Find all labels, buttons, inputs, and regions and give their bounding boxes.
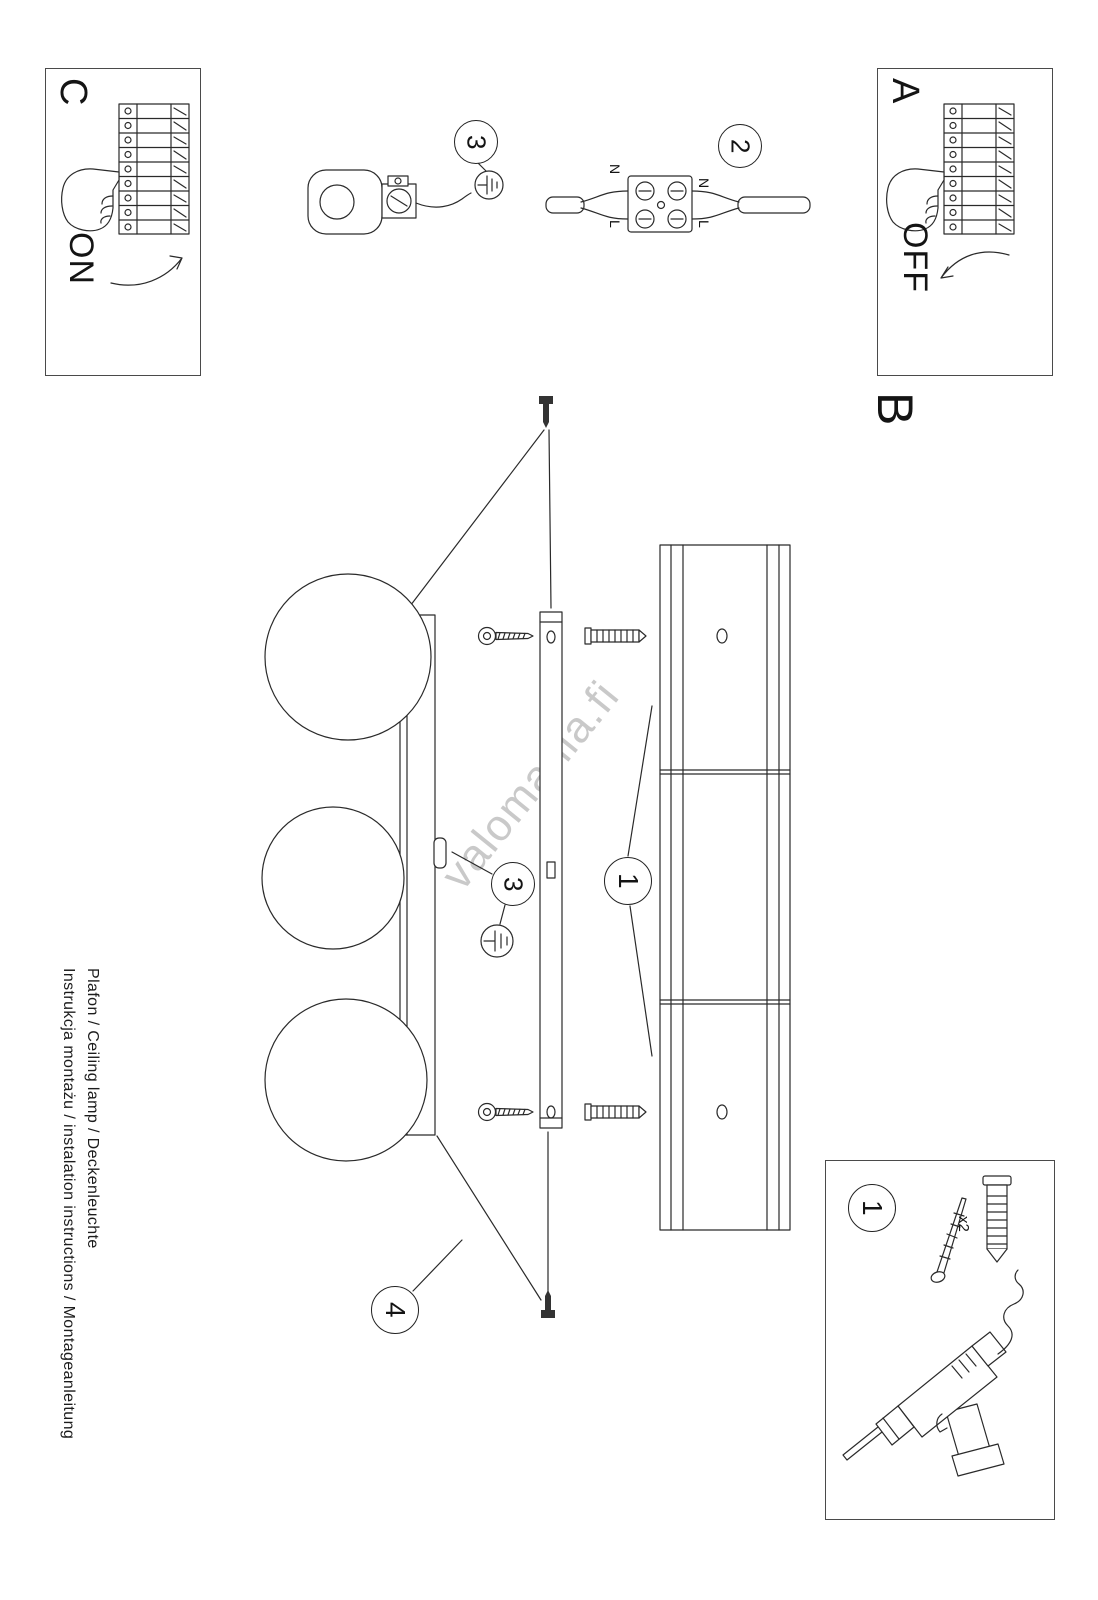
- step-3-badge-mid: 3: [491, 862, 535, 906]
- drill-icon: [842, 1269, 1024, 1477]
- screw-top-icon: [539, 396, 553, 428]
- wire-label-n-right: N: [696, 178, 712, 189]
- step-2-badge: 2: [718, 124, 762, 168]
- parts-step-1-number: 1: [857, 1200, 888, 1216]
- globe-bottom: [264, 998, 428, 1162]
- globe-top: [264, 573, 432, 741]
- wire-label-n-left: N: [607, 164, 623, 175]
- off-label: OFF: [896, 222, 934, 293]
- step-2-number: 2: [725, 138, 756, 154]
- screw-bottom-icon: [541, 1290, 555, 1318]
- step-4-number: 4: [380, 1302, 411, 1318]
- quantity-label: x2: [955, 1216, 972, 1232]
- step-4-badge: 4: [371, 1286, 419, 1334]
- wall-anchor-bottom: [584, 1103, 647, 1121]
- wire-label-l-left: L: [607, 220, 623, 228]
- dowel-screw-icon: [930, 1197, 967, 1283]
- footer-instructions-line: Instrukcja montażu / instalation instruc…: [60, 968, 77, 1440]
- parts-drawings: [842, 1175, 1024, 1477]
- panel-a-box: [877, 68, 1053, 376]
- mounting-bracket: [539, 611, 563, 1129]
- wire-label-l-right: L: [696, 220, 712, 228]
- step-3-number: 3: [461, 134, 492, 150]
- parts-step-1-badge: 1: [848, 1184, 896, 1232]
- ground-symbol-icon: [474, 170, 504, 200]
- bracket-clip: [433, 837, 447, 869]
- on-arrow: [110, 255, 183, 286]
- step-1-badge: 1: [604, 857, 652, 905]
- step-3-badge-top: 3: [454, 120, 498, 164]
- section-a-letter: A: [884, 78, 926, 104]
- panel-c-box: [45, 68, 201, 376]
- ground-screw-icon: [480, 924, 514, 958]
- parts-box: [825, 1160, 1055, 1520]
- section-c-letter: C: [52, 78, 94, 106]
- step-1-number: 1: [613, 873, 644, 889]
- step-3-number-mid: 3: [498, 876, 529, 892]
- mount-screw-bottom: [477, 1102, 534, 1122]
- mount-screw-top: [477, 626, 534, 646]
- cord-grip-drawing: [307, 162, 504, 235]
- on-label: ON: [62, 232, 100, 285]
- exploded-view: [261, 396, 791, 1318]
- off-arrow: [940, 251, 1010, 279]
- terminal-strip-hand-a: [886, 103, 1015, 279]
- wall-anchor-top: [584, 627, 647, 645]
- globe-middle: [261, 806, 405, 950]
- ceiling-panel: [659, 544, 791, 1231]
- footer-product-line: Plafon / Ceiling lamp / Deckenleuchte: [84, 968, 101, 1249]
- wire-connector-drawing: [545, 175, 811, 233]
- section-b-letter: B: [867, 392, 923, 426]
- terminal-strip-hand-c: [61, 103, 190, 286]
- wall-plug-icon: [982, 1175, 1012, 1263]
